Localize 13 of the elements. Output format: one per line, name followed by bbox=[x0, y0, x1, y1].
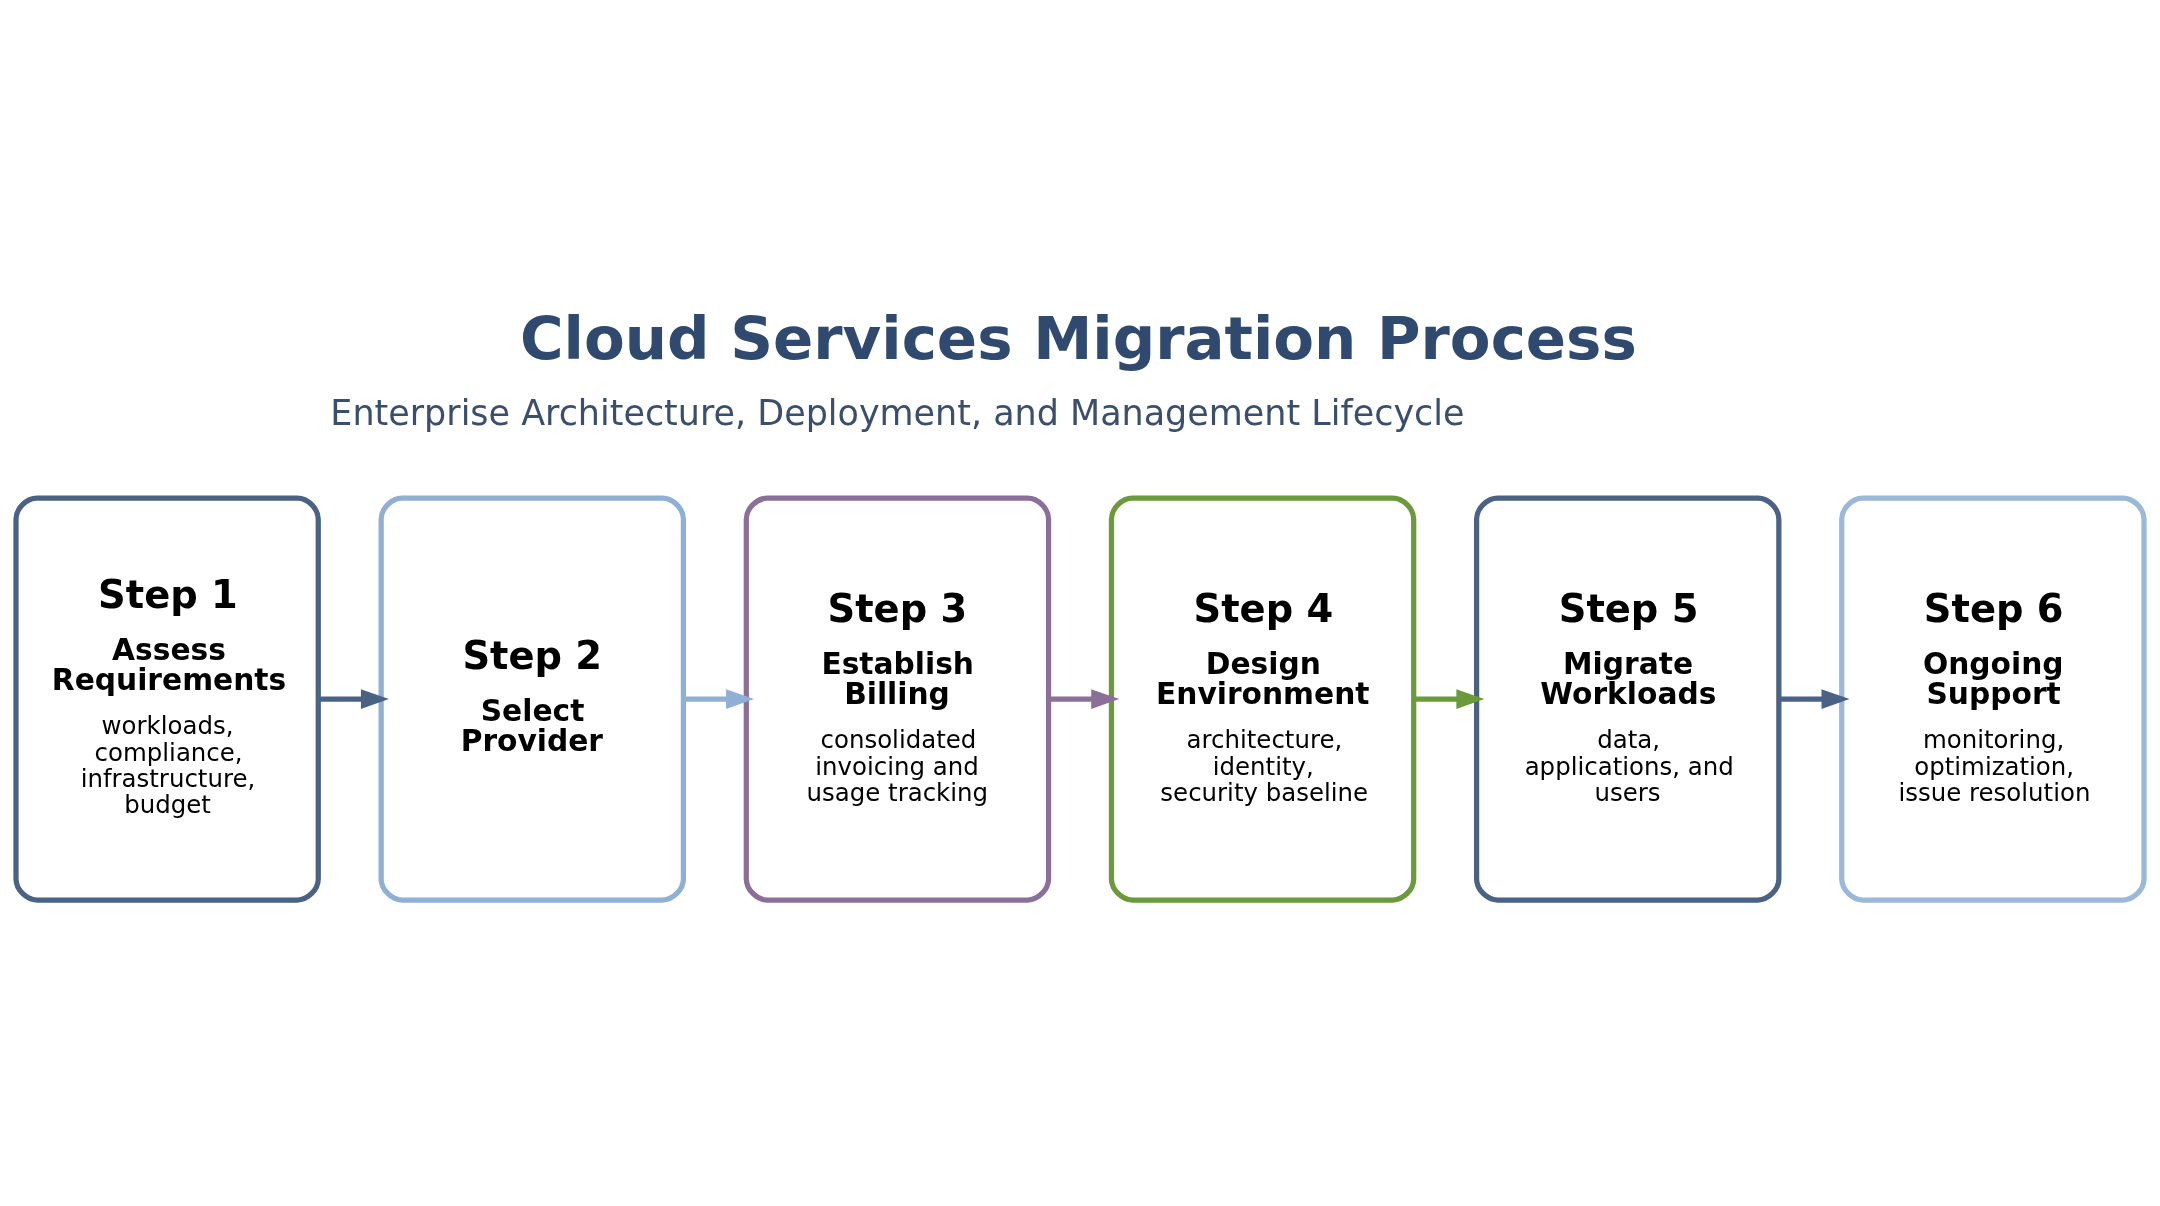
node-box: Step 4 Design Environment architecture, identity, security baseline bbox=[1108, 495, 1417, 903]
diagram-title: Cloud Services Migration Process bbox=[520, 303, 1637, 373]
arrow bbox=[1778, 689, 1850, 709]
arrow bbox=[318, 689, 389, 709]
node-box: Step 3 Establish Billing consolidated invoicing and usage tracking bbox=[743, 495, 1052, 903]
arrow bbox=[1048, 689, 1120, 709]
node-box: Step 6 Ongoing Support monitoring, optimization, issue resolution bbox=[1839, 495, 2147, 903]
node-box: Step 2 Select Provider bbox=[378, 495, 686, 903]
node-box: Step 1 Assess Requirements workloads, compliance, infrastructure, budget bbox=[13, 495, 321, 903]
label: Enterprise Architecture, Deployment, and Management Lifecycle bbox=[330, 392, 1465, 433]
arrow bbox=[1413, 689, 1485, 709]
node-box: Step 5 Migrate Workloads data, applications, and users bbox=[1474, 495, 1782, 903]
arrow bbox=[683, 689, 755, 709]
